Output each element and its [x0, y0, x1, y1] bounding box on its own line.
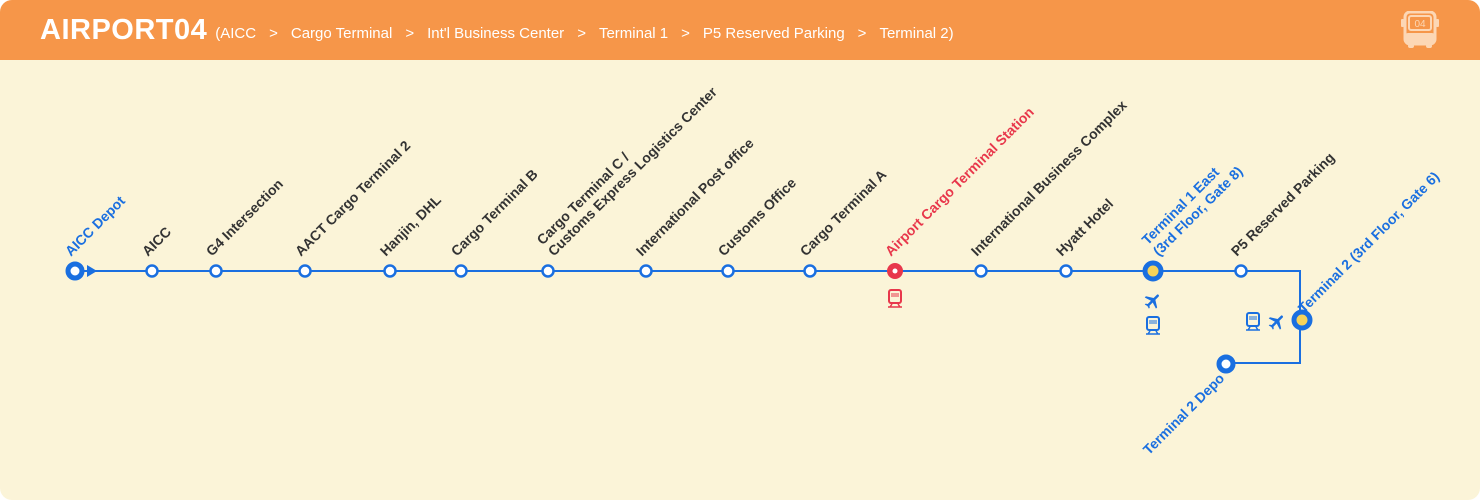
station-label: Terminal 2 Depo — [1076, 370, 1228, 458]
station-node[interactable] — [639, 264, 653, 278]
station-node[interactable] — [383, 264, 397, 278]
separator: > — [269, 24, 278, 42]
station-node[interactable] — [974, 264, 988, 278]
airplane-icon — [1143, 291, 1163, 316]
route-start: (AICC — [215, 24, 257, 42]
bus-icon: 04 — [1400, 10, 1440, 54]
station-node[interactable] — [65, 261, 85, 281]
station-node[interactable] — [721, 264, 735, 278]
station-dot — [892, 268, 898, 274]
svg-text:04: 04 — [1414, 19, 1426, 30]
separator: > — [577, 24, 586, 42]
route-stop: Terminal 1 — [598, 24, 669, 42]
header-bar: AIRPORT04 (AICC > Cargo Terminal > Int'l Bus… — [0, 0, 1480, 60]
route-stop: Int'l Business Center — [427, 24, 565, 42]
station-node[interactable] — [454, 264, 468, 278]
airplane-icon — [1267, 312, 1287, 337]
station-label: Terminal 2 (3rd Floor, Gate 6) — [1295, 168, 1480, 316]
route-end: Terminal 2) — [879, 24, 954, 42]
separator: > — [681, 24, 690, 42]
station-node[interactable] — [145, 264, 159, 278]
train-icon — [1244, 312, 1262, 337]
station-node[interactable] — [1291, 309, 1313, 331]
train-icon — [886, 289, 904, 314]
station-label: AICC — [139, 223, 184, 259]
route-title: AIRPORT04 — [40, 13, 208, 46]
station-node[interactable] — [1216, 354, 1236, 374]
station-node[interactable] — [1234, 264, 1248, 278]
route-line — [75, 270, 1301, 364]
route-summary: (AICC > Cargo Terminal > Int'l Business Cent… — [215, 25, 953, 42]
station-label: Hyatt Hotel — [1053, 195, 1138, 259]
route-stop: Cargo Terminal — [290, 24, 393, 42]
station-node[interactable] — [1142, 260, 1164, 282]
separator: > — [857, 24, 867, 42]
station-node[interactable] — [541, 264, 555, 278]
station-node[interactable] — [298, 264, 312, 278]
direction-arrow — [87, 265, 97, 277]
station-node[interactable] — [209, 264, 223, 278]
train-icon — [1144, 316, 1162, 341]
station-node[interactable] — [1059, 264, 1073, 278]
station-node[interactable] — [803, 264, 817, 278]
route-stop: P5 Reserved Parking — [702, 24, 845, 42]
separator: > — [405, 24, 415, 42]
